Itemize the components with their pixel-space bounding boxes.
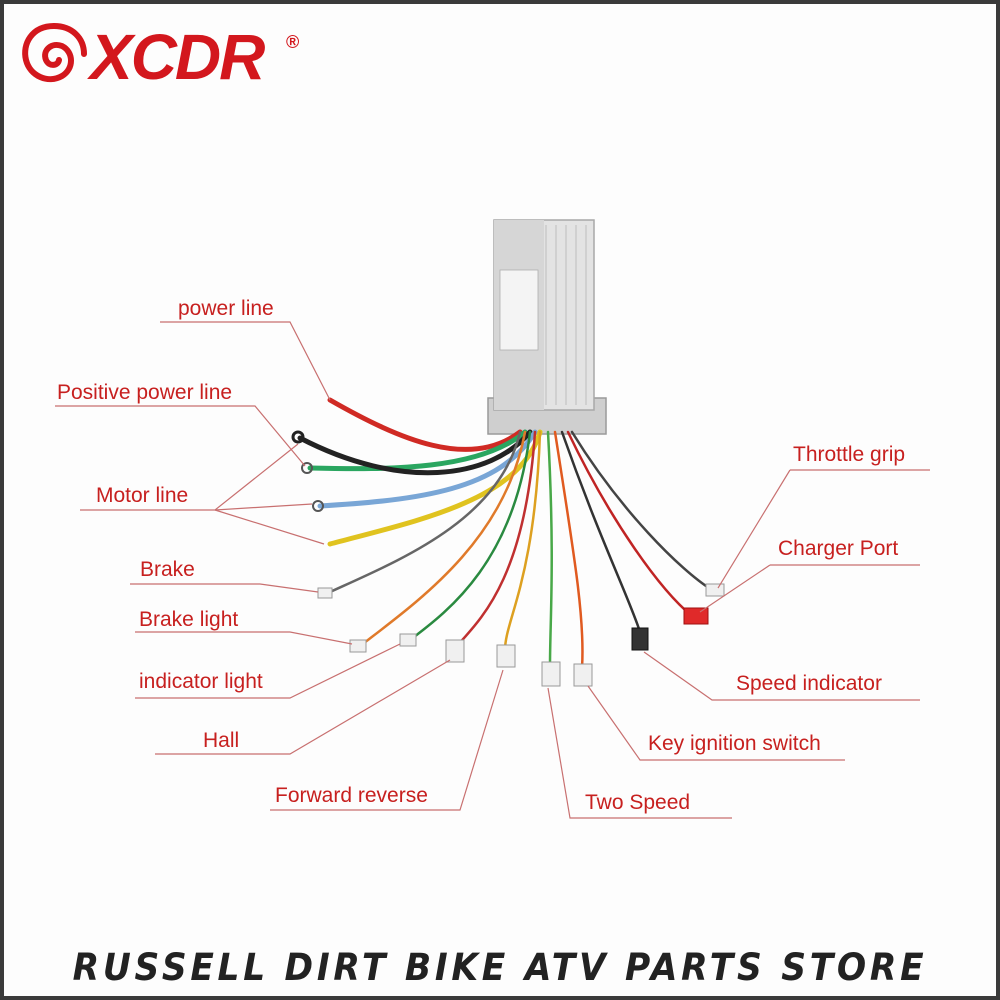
label-motor-line: Motor line: [96, 484, 189, 507]
registered-mark: ®: [286, 32, 300, 52]
label-key-ignition-switch: Key ignition switch: [648, 732, 821, 755]
label-positive-power-line: Positive power line: [57, 381, 233, 404]
wire-harness: [297, 397, 714, 670]
brand-logo: XCDR ®: [14, 14, 304, 94]
leader-lines: [55, 321, 930, 819]
connectors: [291, 430, 725, 687]
controller-box: [487, 219, 607, 435]
label-throttle-grip: Throttle grip: [793, 443, 906, 466]
label-two-speed: Two Speed: [585, 791, 691, 814]
logo-wordmark: XCDR: [90, 21, 265, 93]
label-brake-light: Brake light: [139, 608, 239, 631]
label-power-line: power line: [178, 297, 274, 320]
swirl-icon: [22, 23, 87, 83]
store-name-banner: RUSSELL DIRT BIKE ATV PARTS STORE: [72, 946, 928, 989]
label-hall: Hall: [203, 729, 240, 752]
label-forward-reverse: Forward reverse: [275, 784, 428, 807]
label-indicator-light: indicator light: [139, 670, 263, 693]
label-speed-indicator: Speed indicator: [736, 672, 882, 695]
label-brake: Brake: [140, 558, 195, 581]
controller-sticker: [499, 269, 539, 351]
label-charger-port: Charger Port: [778, 537, 899, 560]
